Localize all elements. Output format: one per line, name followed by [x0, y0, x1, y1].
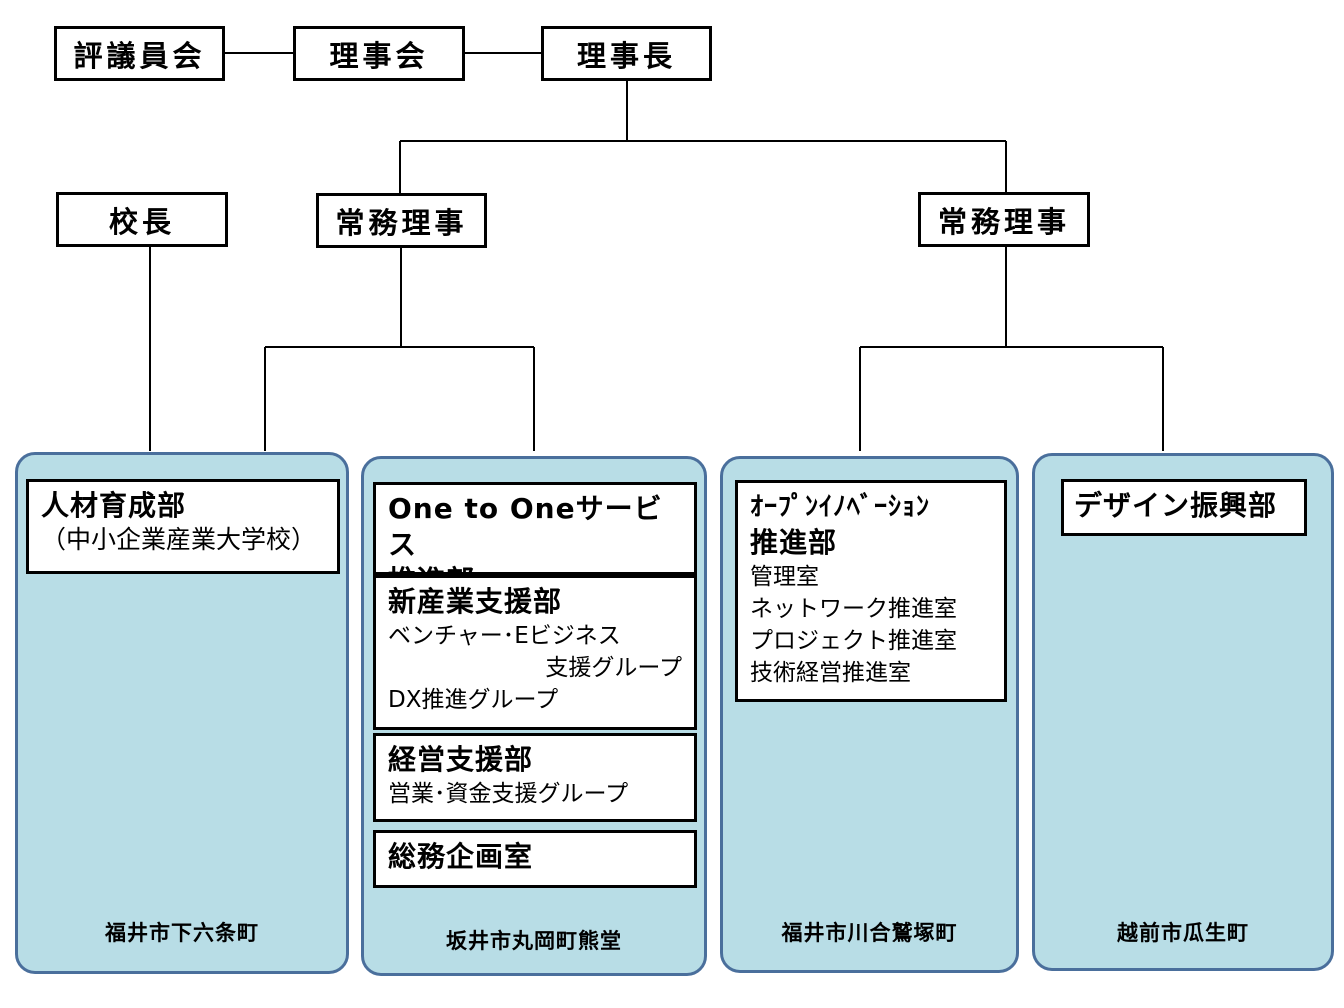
council-label: 評議員会	[73, 38, 206, 73]
chairman-label: 理事長	[576, 38, 676, 73]
dept-sub-support-group: 支援グループ	[545, 655, 682, 681]
dept-name: 人材育成部	[41, 489, 187, 522]
board-box: 理事会	[293, 26, 465, 81]
location-label: 越前市瓜生町	[1117, 921, 1249, 945]
dept-name: デザイン振興部	[1074, 489, 1278, 522]
dept-sub-project: プロジェクト推進室	[750, 628, 957, 654]
location-label: 福井市下六条町	[105, 921, 259, 945]
dept-general-affairs: 総務企画室	[373, 830, 697, 888]
chairman-box: 理事長	[541, 26, 712, 81]
managing-director-left-label: 常務理事	[335, 205, 468, 240]
dept-human-resources: 人材育成部 （中小企業産業大学校）	[26, 479, 340, 574]
site-panel-sakai-maruoka: One to Oneサービス 推進部 新産業支援部 ベンチャー･Eビジネス 支援…	[361, 456, 707, 976]
dept-name: 経営支援部	[388, 743, 534, 776]
dept-name: 総務企画室	[388, 840, 534, 873]
dept-one-to-one: One to Oneサービス 推進部	[373, 482, 697, 597]
dept-sub-venture: ベンチャー･Eビジネス	[388, 623, 621, 649]
dept-name-line1: One to Oneサービス	[388, 492, 663, 561]
dept-sub-network: ネットワーク推進室	[750, 596, 957, 622]
dept-open-innovation: ｵｰﾌﾟﾝｲﾉﾍﾞｰｼｮﾝ 推進部 管理室 ネットワーク推進室 プロジェクト推進…	[735, 480, 1007, 702]
board-label: 理事会	[329, 38, 429, 73]
site-panel-echizen-uryu: デザイン振興部 越前市瓜生町	[1032, 453, 1334, 971]
dept-name-line1: ｵｰﾌﾟﾝｲﾉﾍﾞｰｼｮﾝ	[750, 492, 931, 522]
dept-sub-dx: DX推進グループ	[388, 687, 559, 713]
managing-director-left-box: 常務理事	[316, 193, 487, 248]
council-box: 評議員会	[54, 26, 225, 81]
dept-management-support: 経営支援部 営業･資金支援グループ	[373, 733, 697, 822]
dept-sub-tech-management: 技術経営推進室	[750, 660, 911, 686]
principal-box: 校長	[56, 192, 228, 247]
dept-sub: （中小企業産業大学校）	[41, 525, 317, 554]
dept-new-industry: 新産業支援部 ベンチャー･Eビジネス 支援グループ DX推進グループ	[373, 575, 697, 730]
location-label: 福井市川合鷲塚町	[781, 921, 958, 945]
managing-director-right-label: 常務理事	[937, 204, 1070, 239]
dept-name: 新産業支援部	[388, 585, 563, 618]
dept-name-line2: 推進部	[750, 526, 838, 559]
dept-design-promotion: デザイン振興部	[1061, 479, 1307, 536]
location-label: 坂井市丸岡町熊堂	[446, 929, 622, 953]
dept-sub: 営業･資金支援グループ	[388, 781, 629, 807]
site-panel-fukui-shimorokujo: 人材育成部 （中小企業産業大学校） 福井市下六条町	[15, 452, 349, 974]
managing-director-right-box: 常務理事	[918, 192, 1090, 247]
dept-sub-admin: 管理室	[750, 564, 819, 590]
site-panel-fukui-kawai: ｵｰﾌﾟﾝｲﾉﾍﾞｰｼｮﾝ 推進部 管理室 ネットワーク推進室 プロジェクト推進…	[720, 456, 1019, 973]
principal-label: 校長	[108, 204, 175, 239]
